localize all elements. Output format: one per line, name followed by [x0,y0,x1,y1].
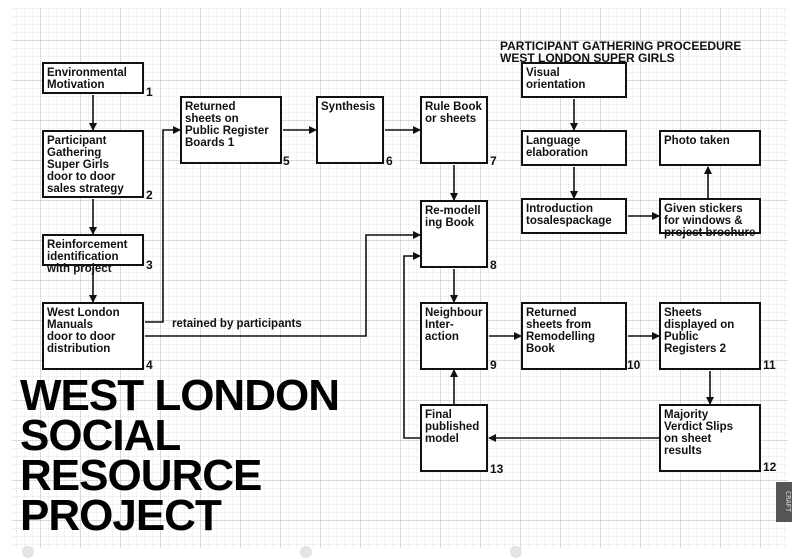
node-n2: Participant Gathering Super Girls door t… [42,130,144,198]
node-label: Given stickers for windows & project bro… [664,203,756,239]
node-label: Final published model [425,409,480,445]
header-title: PARTICIPANT GATHERING PROCEEDURE [500,39,742,53]
node-label: Sheets displayed on Public Registers 2 [664,307,735,355]
node-n13: Final published model [420,404,488,472]
node-n4: West London Manuals door to door distrib… [42,302,144,370]
node-number: 9 [490,358,497,372]
edge-n4-to-n5 [145,126,181,323]
edge-group [89,95,714,442]
node-number: 12 [763,460,777,474]
node-number: 11 [763,358,776,372]
header-subtitle: WEST LONDON SUPER GIRLS [500,51,675,65]
node-number: 6 [386,154,393,168]
node-va: Visual orientation [521,62,627,98]
node-label: Environmental Motivation [47,67,127,91]
node-label: Returned sheets from Remodelling Book [526,307,596,355]
node-label: Visual orientation [526,67,586,91]
node-n7: Rule Book or sheets [420,96,488,164]
edge-n4-to-n8 [145,231,421,337]
title-line-1: WEST LONDON [20,371,340,420]
node-number: 5 [283,154,290,168]
node-label: Re-modell ing Book [425,205,481,229]
punch-hole [510,546,522,558]
node-label: Photo taken [664,135,730,147]
node-it: Introduction tosalespackage [521,198,627,234]
node-n6: Synthesis [316,96,384,164]
node-n12: Majority Verdict Slips on sheet results [659,404,761,472]
node-n9: Neighbour Inter- action [420,302,488,370]
node-label: Returned sheets on Public Register Board… [185,101,269,149]
title-line-3: RESOURCE [20,451,262,500]
node-label: Reinforcement identification with projec… [47,239,128,275]
node-number: 13 [490,462,504,476]
node-n8: Re-modell ing Book [420,200,488,268]
node-n11: Sheets displayed on Public Registers 2 [659,302,761,370]
punch-hole [300,546,312,558]
node-n1: Environmental Motivation [42,62,144,94]
node-label: Neighbour Inter- action [425,307,483,343]
node-n5: Returned sheets on Public Register Board… [180,96,282,164]
node-label: Rule Book or sheets [425,101,482,125]
node-label: Language elaboration [526,135,588,159]
node-pt: Photo taken [659,130,761,166]
node-gs: Given stickers for windows & project bro… [659,198,761,239]
title-line-2: SOCIAL [20,411,181,460]
node-label: Synthesis [321,101,376,113]
node-label: Majority Verdict Slips on sheet results [664,409,734,457]
node-le: Language elaboration [521,130,627,166]
node-number: 4 [146,358,153,372]
node-label: Participant Gathering Super Girls door t… [47,135,124,195]
node-number: 3 [146,258,153,272]
node-number: 7 [490,154,497,168]
paper-stamp: CRAFT [776,482,792,522]
grid-background [12,8,788,548]
node-number: 2 [146,188,153,202]
node-number: 1 [146,85,153,99]
punch-hole [22,546,34,558]
edge-n13-to-n8 [403,252,421,439]
node-label: West London Manuals door to door distrib… [47,307,120,355]
edge-label-retained: retained by participants [172,318,302,330]
node-number: 8 [490,258,497,272]
node-number: 10 [627,358,641,372]
node-n3: Reinforcement identification with projec… [42,234,144,275]
node-label: Introduction tosalespackage [526,203,612,227]
node-n10: Returned sheets from Remodelling Book [521,302,627,370]
title-line-4: PROJECT [20,491,222,540]
